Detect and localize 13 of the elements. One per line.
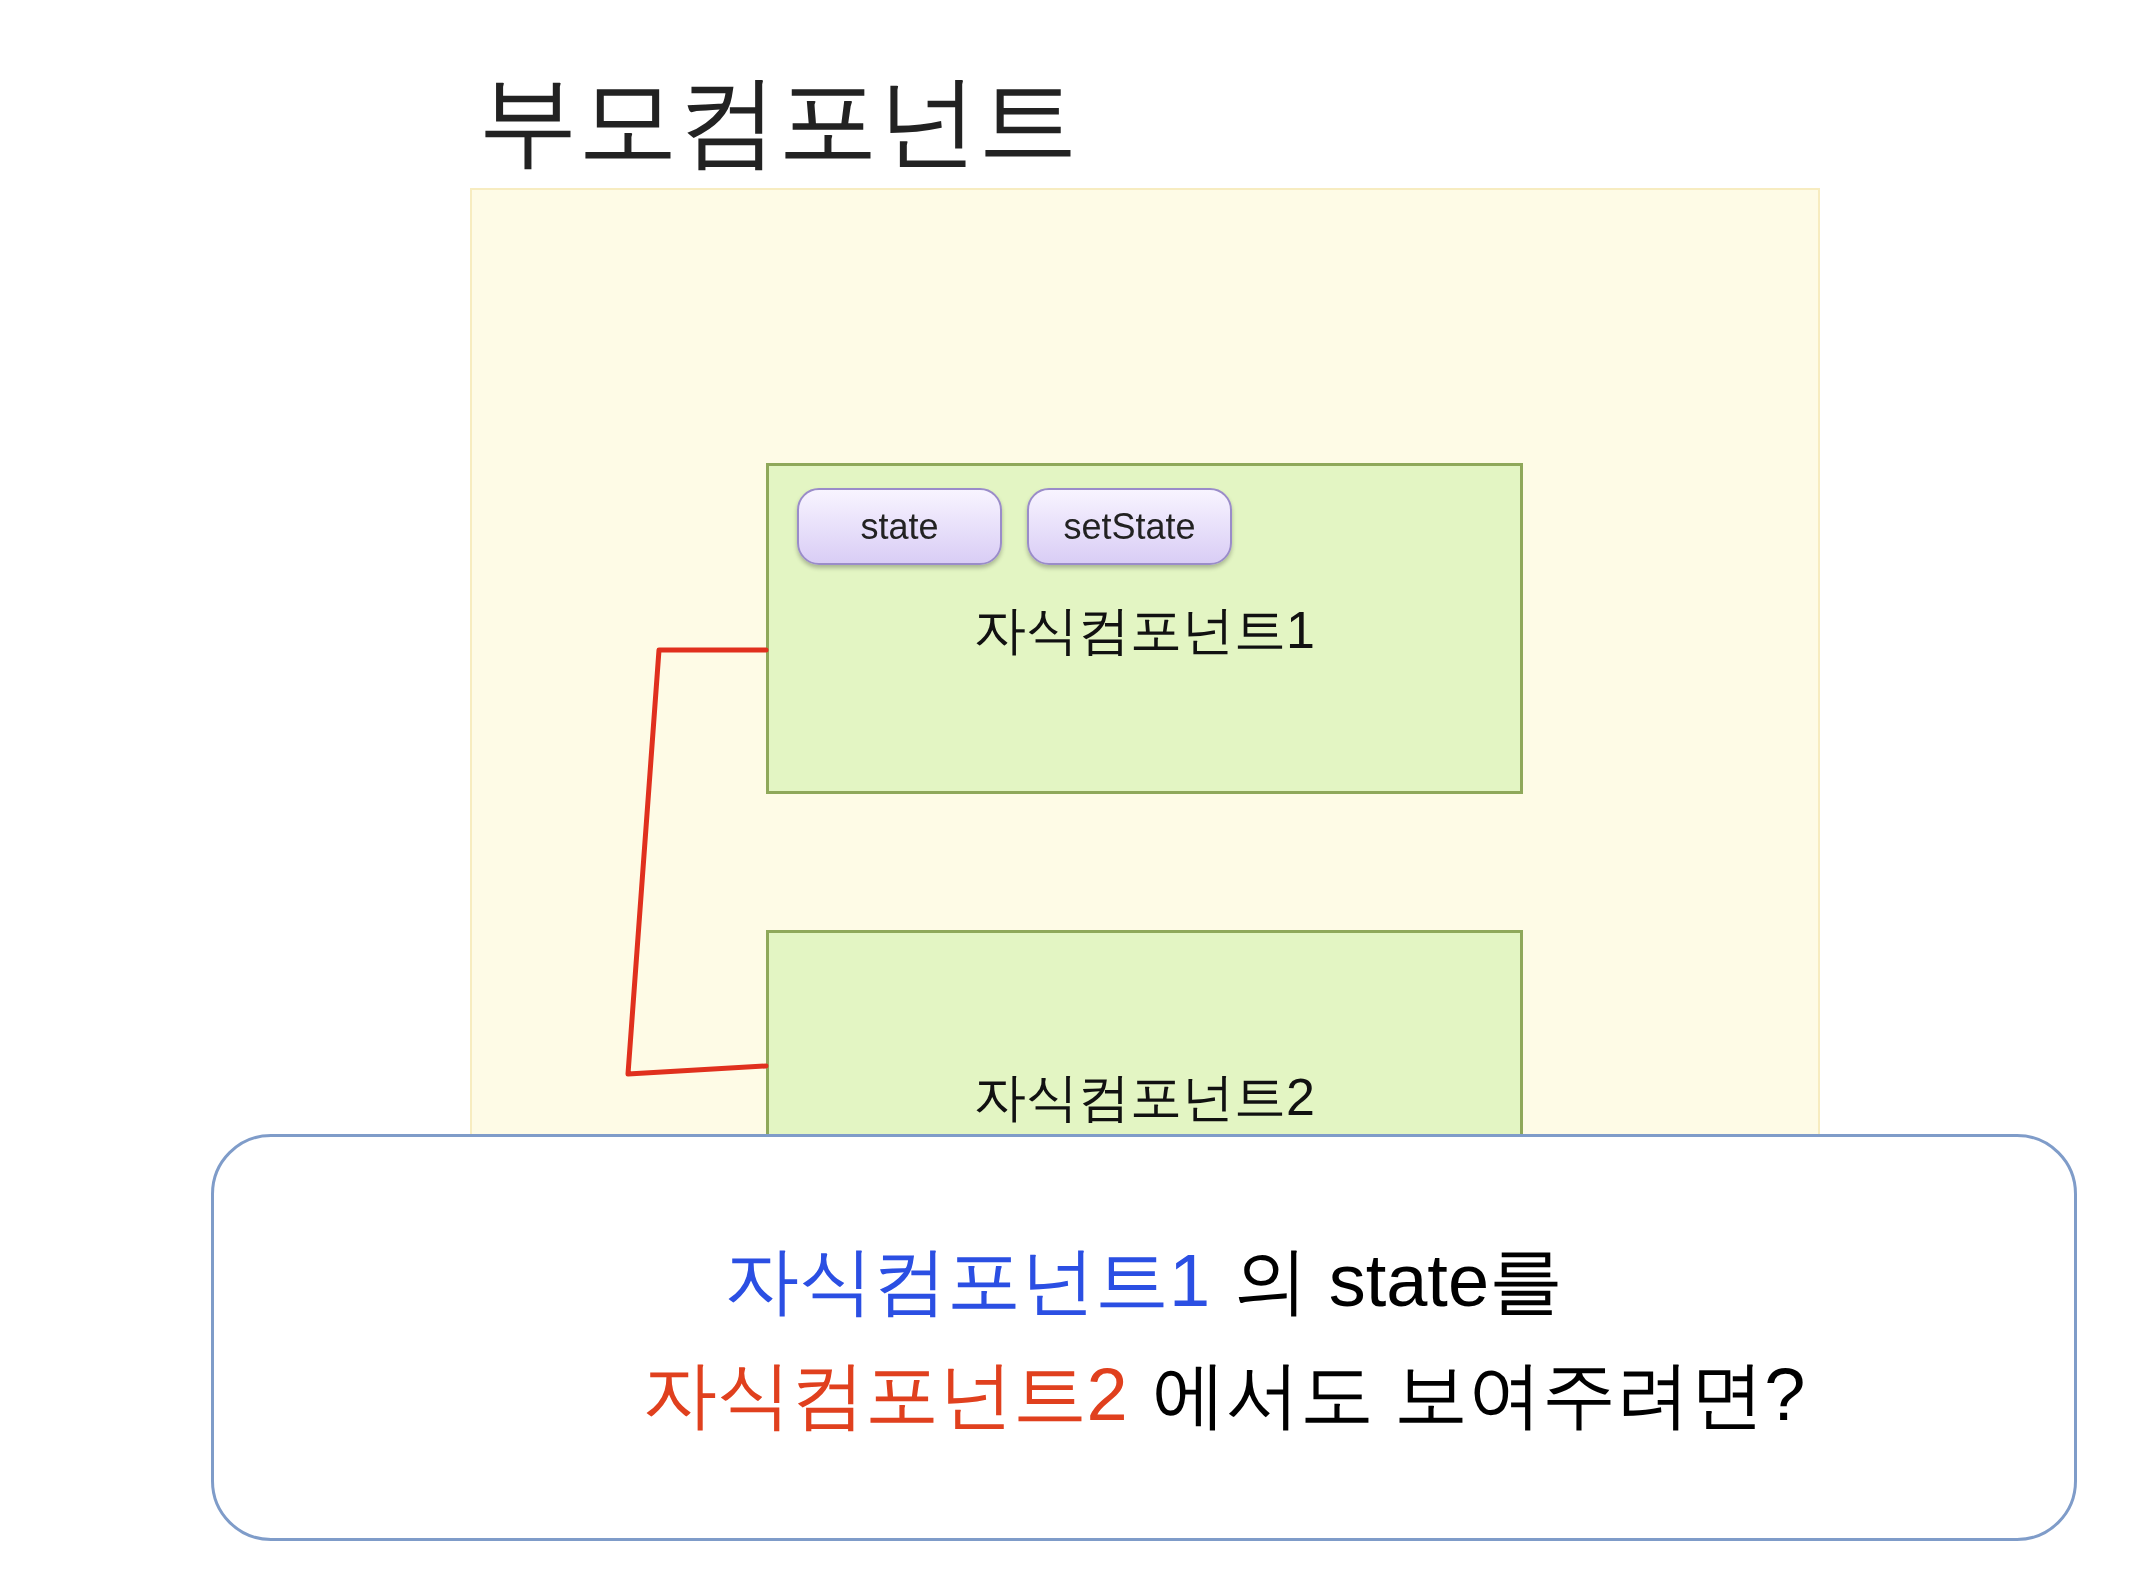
- question-text: 의 state를: [1234, 1237, 1564, 1324]
- state-pill: setState: [1027, 488, 1232, 565]
- state-pill: state: [797, 488, 1002, 565]
- question-text: 자식컴포넌트1: [724, 1237, 1211, 1324]
- connector-line: [625, 647, 769, 1077]
- heading: 부모컴포넌트: [478, 63, 1078, 178]
- component-box: [766, 463, 1523, 794]
- component-label: 자식컴포넌트1: [973, 600, 1316, 661]
- component-label: 자식컴포넌트2: [973, 1067, 1316, 1128]
- question-text: 에서도 보여주려면?: [1151, 1351, 1806, 1438]
- callout-box: [211, 1134, 2077, 1541]
- question-text: 자식컴포넌트2: [642, 1351, 1128, 1438]
- component-box: [766, 930, 1523, 1134]
